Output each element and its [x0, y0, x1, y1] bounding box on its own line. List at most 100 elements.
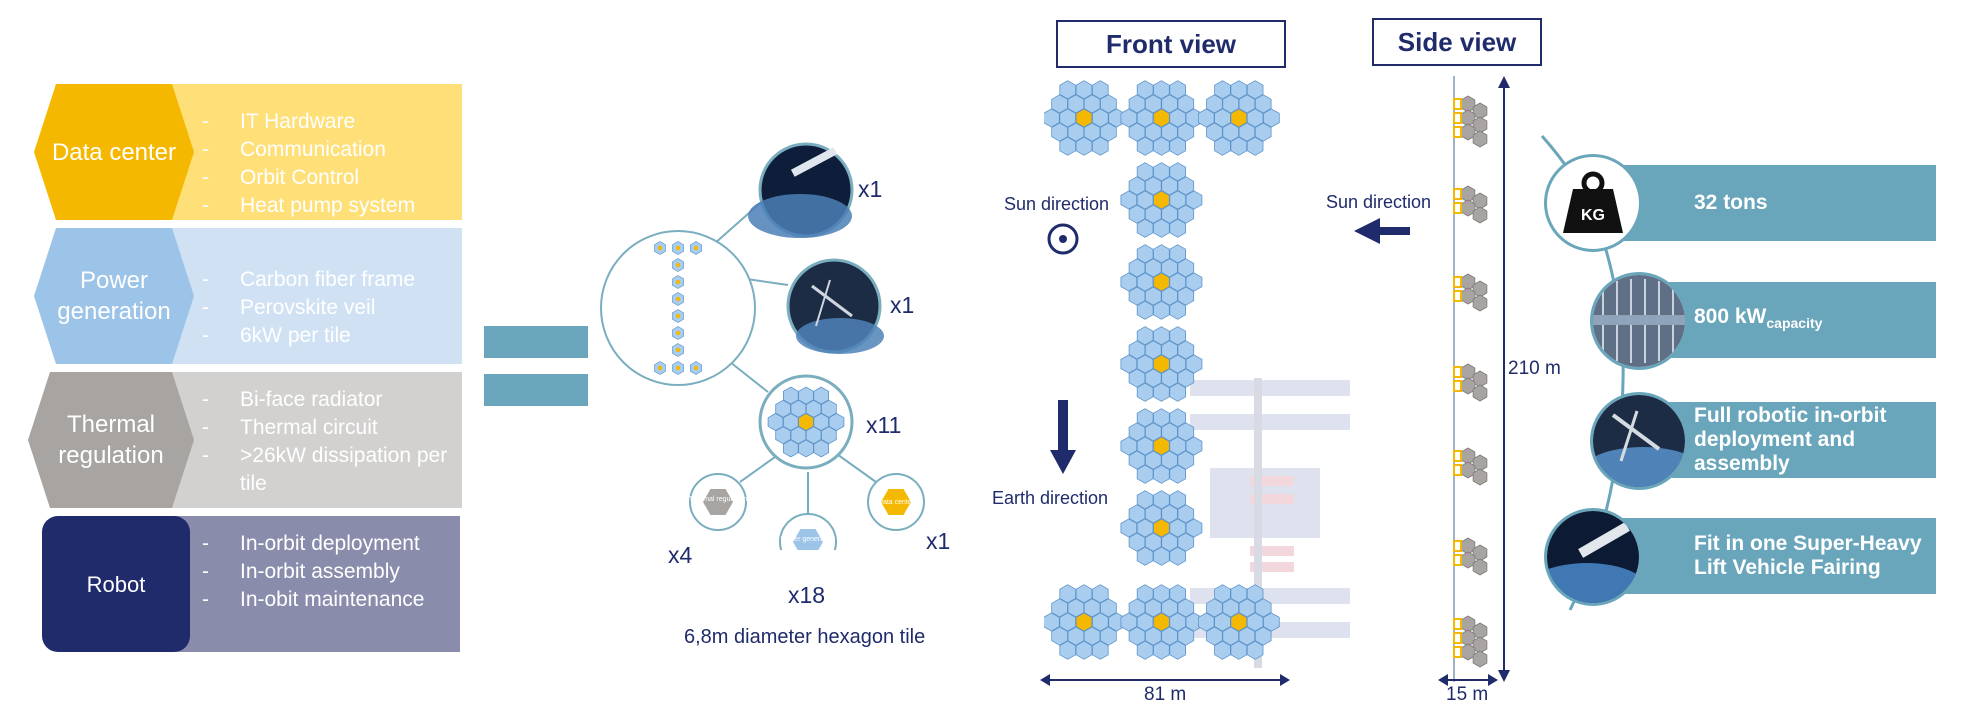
list-item: Thermal circuit: [200, 414, 460, 442]
tile-hex: [1136, 436, 1154, 456]
tile-hex: [1177, 450, 1195, 470]
multiplier-thermal: x4: [668, 542, 693, 568]
tile-core-hex: [798, 413, 814, 431]
list-item: Carbon fiber frame: [200, 266, 460, 294]
side-view-tile-stack: [1453, 363, 1488, 402]
tile-hex: [1044, 108, 1060, 128]
side-tile-hex: [1472, 558, 1488, 576]
tile-hex: [1059, 612, 1077, 632]
equals-bar-bottom: [484, 374, 588, 406]
tile-hex: [1161, 176, 1178, 196]
tile-hex: [1169, 436, 1187, 456]
tile-hex: [1136, 546, 1154, 566]
tile-hex: [1214, 612, 1231, 632]
mini-core-hex: [693, 245, 699, 251]
tile-hex: [1177, 258, 1195, 278]
tile-hex: [1136, 584, 1154, 604]
tile-hex: [1254, 626, 1272, 646]
tile-hex: [1206, 598, 1223, 618]
side-tile-core-edge: [1453, 112, 1462, 124]
tile-hex: [1075, 584, 1093, 604]
list-item: 6kW per tile: [200, 322, 460, 350]
side-tile-core-edge: [1453, 98, 1462, 110]
tile-hex: [1169, 354, 1187, 374]
mini-structure-icon: [654, 241, 702, 375]
tile-hex: [1169, 190, 1187, 210]
tile-hex: [1246, 108, 1264, 128]
side-tile-core-edge: [1453, 618, 1462, 630]
tile-hex: [1136, 190, 1154, 210]
side-tile-hex: [1472, 294, 1488, 312]
tile-hex: [821, 426, 837, 445]
tile-hex: [1246, 80, 1264, 100]
tile-core-hex: [1153, 518, 1170, 538]
tile-hex: [821, 399, 837, 418]
tile-hex: [1051, 598, 1068, 618]
side-sun-direction-label: Sun direction: [1326, 192, 1432, 212]
mini-core-hex: [675, 330, 681, 336]
side-tile-core-edge: [1453, 276, 1462, 288]
front-view-title: Front view: [1056, 20, 1286, 68]
side-tile-core-edge: [1453, 202, 1462, 214]
tile-hex: [1092, 80, 1109, 100]
tile-hex: [1153, 218, 1170, 238]
equals-bar-top: [484, 326, 588, 358]
tile-hex: [1136, 300, 1154, 320]
tile-hex: [1128, 368, 1146, 388]
power-spec-text: 800 kWcapacity: [1694, 304, 1823, 332]
multiplier-power: x18: [788, 582, 826, 608]
tile-hex: [1153, 382, 1170, 402]
tile-hex: [1136, 490, 1154, 510]
data-center-hex-label: Data center: [878, 499, 915, 506]
tile-hex: [1136, 408, 1154, 428]
tile-hex: [1161, 204, 1178, 224]
tile-hex: [1238, 94, 1256, 114]
tile-core-hex: [1153, 272, 1170, 292]
tile-hex: [1128, 598, 1146, 618]
mini-core-hex: [675, 347, 681, 353]
tile-hex: [1136, 464, 1154, 484]
power-generation-hexagon: [34, 228, 194, 364]
tile-core-hex: [1153, 190, 1170, 210]
tile-hex: [1136, 162, 1154, 182]
tile-hex: [1177, 422, 1195, 442]
tile-hex: [1161, 626, 1178, 646]
tile-hex: [1059, 640, 1077, 660]
side-view-title: Side view: [1372, 18, 1542, 66]
tile-hex: [782, 413, 799, 431]
tile-core-hex: [1230, 612, 1248, 632]
tile-hex: [1222, 94, 1240, 114]
tile-hex: [1128, 450, 1146, 470]
side-tile-hex: [1472, 468, 1488, 486]
sun-direction-arrow-icon: [1354, 218, 1410, 244]
power-hex-label: Power generation: [781, 536, 836, 543]
tile-hex: [1263, 108, 1280, 128]
tile-hex: [1161, 504, 1178, 524]
tile-core-hex: [1075, 108, 1093, 128]
tile-hex: [1136, 136, 1154, 156]
tile-hex: [1092, 136, 1109, 156]
tile-hex: [1145, 258, 1162, 278]
tile-hex: [1214, 80, 1231, 100]
tile-hex: [1092, 640, 1109, 660]
tile-hex: [1206, 94, 1223, 114]
side-view-tile-stack: [1453, 447, 1488, 486]
side-tile-hex: [1472, 650, 1488, 668]
tile-hex: [1136, 272, 1154, 292]
mini-core-hex: [675, 279, 681, 285]
fairing-spec-bar: Fit in one Super-Heavy Lift Vehicle Fair…: [1610, 518, 1936, 594]
list-item: In-obit maintenance: [200, 586, 460, 614]
tile-hex: [1169, 408, 1187, 428]
tile-hex: [1083, 626, 1101, 646]
fairing-spec-text: Fit in one Super-Heavy Lift Vehicle Fair…: [1694, 532, 1922, 579]
tile-hex: [1128, 422, 1146, 442]
tile-hex: [805, 426, 822, 445]
tile-hex: [1153, 546, 1170, 566]
tile-hex: [1161, 598, 1178, 618]
tile-hex: [1177, 176, 1195, 196]
tile-hex: [1136, 108, 1154, 128]
tile-hex: [1083, 598, 1101, 618]
list-item: >26kW dissipation per tile: [200, 442, 460, 498]
tile-hex: [1120, 436, 1138, 456]
tile-hex: [1197, 108, 1215, 128]
